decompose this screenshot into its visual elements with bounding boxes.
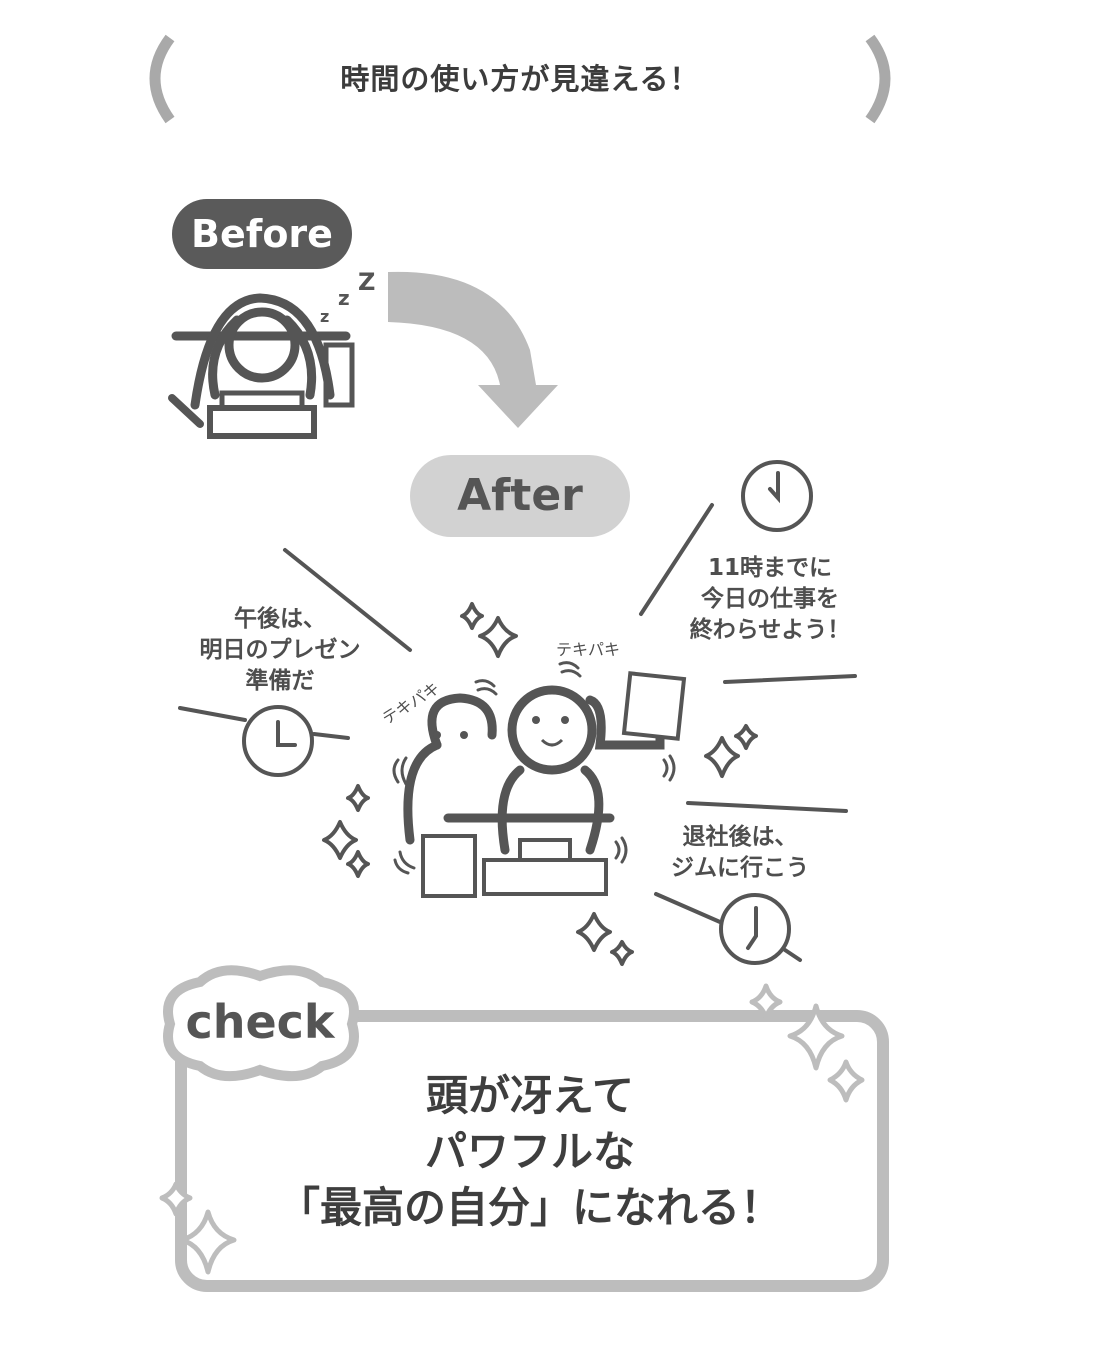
evening-note: 退社後は、 ジムに行こう: [640, 822, 840, 884]
sparkle-icon: [576, 912, 612, 952]
eye: [433, 731, 441, 739]
divider-line: [654, 892, 722, 924]
check-cloud-badge: [163, 965, 359, 1082]
svg-text:z: z: [320, 307, 329, 326]
note-line: 今日の仕事を: [701, 586, 839, 612]
notepad-icon: [421, 834, 477, 898]
svg-text:z: z: [338, 286, 350, 310]
right-paren-decoration: [865, 34, 891, 124]
divider-line: [178, 706, 247, 722]
check-badge-label: check: [185, 995, 335, 1049]
faces: [433, 716, 569, 739]
note-line: ジムに行こう: [671, 855, 809, 881]
sparkle-icon: [704, 736, 740, 778]
sparkle-icon: [610, 940, 634, 966]
sparkle-icon: [346, 850, 370, 878]
curved-arrow-icon: [388, 271, 558, 428]
svg-text:Z: Z: [358, 268, 375, 296]
sparkle-icon: [460, 602, 484, 630]
paper-icon: [621, 671, 687, 741]
afternoon-note: 午後は、 明日のプレゼン 準備だ: [170, 604, 390, 697]
divider-line: [312, 732, 350, 740]
note-line: 準備だ: [245, 668, 315, 694]
before-label: Before: [172, 199, 352, 269]
motion-lines: [392, 661, 676, 875]
message-line: 頭が冴えて: [426, 1071, 634, 1120]
smile: [540, 738, 564, 747]
eye: [532, 716, 540, 724]
sparkle-icon: [827, 1059, 865, 1103]
sleep-z-icon: z z Z: [320, 268, 375, 326]
working-people-icon: [403, 685, 665, 855]
clock-11-icon: [741, 460, 813, 532]
sparkle-icon: [734, 724, 758, 750]
divider-line: [686, 801, 848, 813]
note-line: 退社後は、: [682, 824, 798, 850]
sparkle-icon: [322, 820, 358, 860]
clock-3-icon: [242, 705, 314, 777]
divider-line: [639, 503, 714, 616]
message-line: 「最高の自分」になれる！: [277, 1183, 782, 1232]
sleeping-person-icon: [168, 293, 355, 439]
left-paren-decoration: [149, 34, 175, 124]
laptop-icon: [482, 858, 608, 896]
note-line: 午後は、: [234, 606, 326, 632]
check-message: 頭が冴えて パワフルな 「最高の自分」になれる！: [180, 1068, 880, 1236]
eye: [460, 731, 468, 739]
note-line: 終わらせよう！: [689, 617, 851, 643]
sparkle-icon: [159, 1181, 193, 1217]
sparkle-icon: [478, 616, 518, 658]
note-line: 11時までに: [707, 555, 832, 581]
laptop-screen-icon: [518, 838, 572, 862]
sparkle-icon: [749, 983, 783, 1021]
morning-note: 11時までに 今日の仕事を 終わらせよう！: [660, 553, 880, 646]
check-frame: [175, 1010, 889, 1292]
divider-line: [723, 674, 857, 684]
divider-line: [283, 548, 412, 652]
clock-7-icon: [719, 893, 791, 965]
sparkle-icon: [179, 1209, 237, 1275]
sound-effect-right: テキパキ: [556, 640, 621, 659]
sparkle-icon: [346, 784, 370, 812]
page-title: 時間の使い方が見違える！: [340, 62, 700, 96]
note-line: 明日のプレゼン: [199, 637, 361, 663]
eye: [561, 716, 569, 724]
message-line: パワフルな: [424, 1127, 635, 1176]
divider-line: [783, 948, 802, 962]
sparkle-icon: [787, 1003, 845, 1071]
after-label: After: [410, 455, 630, 537]
